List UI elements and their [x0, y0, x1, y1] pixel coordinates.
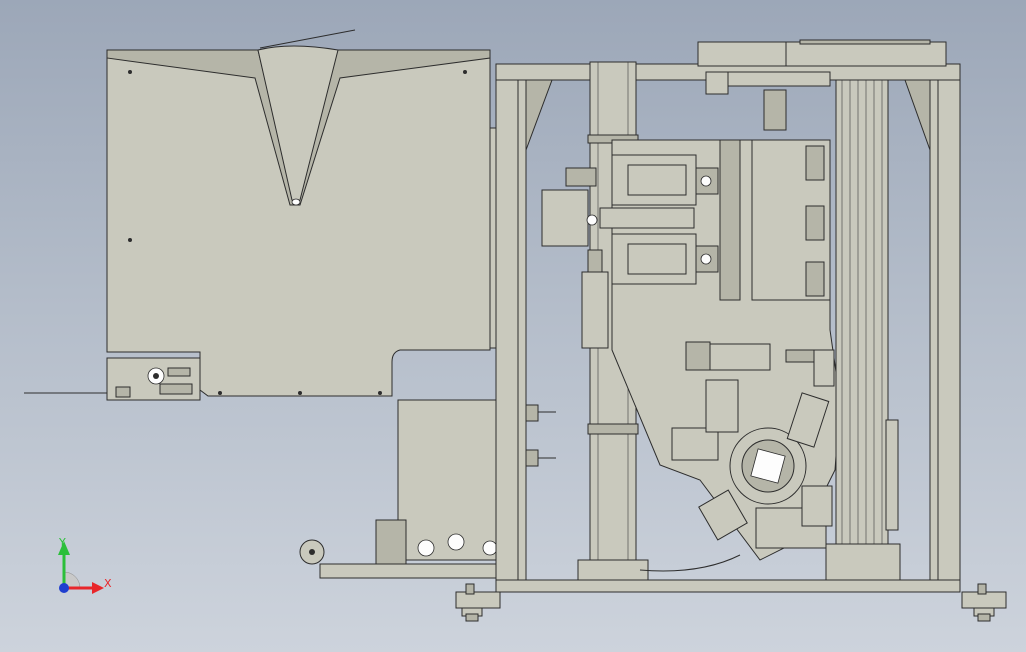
cad-geometry [700, 175, 712, 187]
left-clamp [541, 189, 589, 247]
cad-geometry [153, 373, 159, 379]
cad-geometry [750, 448, 786, 484]
cad-geometry [128, 70, 132, 74]
cad-geometry [785, 41, 947, 67]
cad-geometry [128, 238, 132, 242]
cad-geometry [565, 167, 597, 187]
linear-axis[interactable] [825, 79, 901, 581]
cad-geometry [482, 540, 498, 556]
cad-geometry [805, 205, 825, 241]
cad-geometry [587, 423, 639, 435]
cad-geometry [813, 349, 835, 387]
hopper-cone-outlet [291, 198, 301, 206]
linear-rail [835, 79, 889, 571]
cad-geometry [465, 583, 475, 595]
cad-geometry [785, 349, 815, 363]
cad-geometry [586, 214, 598, 226]
cad-geometry [309, 549, 315, 555]
cad-geometry [977, 613, 991, 622]
cad-geometry [700, 253, 712, 265]
cad-geometry [417, 539, 435, 557]
cad-geometry [698, 489, 748, 541]
slide-block [719, 139, 741, 301]
cad-geometry [671, 427, 719, 461]
cad-geometry [801, 485, 833, 527]
cad-geometry [587, 249, 603, 273]
cad-geometry [805, 261, 825, 297]
mechanism-plate[interactable] [541, 139, 841, 561]
hopper-assembly[interactable] [24, 29, 497, 401]
vertical-gripper [581, 271, 609, 349]
lower-cylinder [611, 233, 719, 285]
cad-geometry [786, 392, 830, 448]
frame-gusset-tl [525, 79, 553, 151]
cad-geometry [627, 243, 687, 275]
cad-geometry [378, 391, 382, 395]
cad-geometry [375, 519, 407, 566]
cad-geometry [159, 383, 193, 395]
cad-geometry [463, 70, 467, 74]
lower-feeder-box[interactable] [299, 399, 556, 579]
cad-geometry [763, 89, 787, 131]
cad-geometry [977, 583, 987, 595]
frame-left-inner-post [517, 79, 527, 581]
triad-y-label: Y [58, 536, 66, 549]
hopper-rod [259, 29, 356, 49]
cad-geometry [885, 419, 899, 531]
cad-geometry [705, 71, 729, 95]
leveling-foot-right [961, 583, 1007, 622]
upper-cylinder [611, 154, 719, 206]
cad-geometry [599, 207, 695, 229]
cad-geometry [455, 591, 501, 609]
frame-gusset-tr [904, 79, 931, 151]
cad-geometry [115, 386, 131, 398]
triad-x-arrow-icon [92, 582, 104, 594]
cad-geometry [447, 533, 465, 551]
axis-base [825, 543, 901, 581]
cad-geometry [167, 367, 191, 377]
hopper-plate [106, 49, 491, 397]
lower-rail [319, 563, 501, 579]
cad-geometry [705, 379, 739, 433]
cad-geometry [298, 391, 302, 395]
cad-geometry [805, 145, 825, 181]
cad-geometry [465, 613, 479, 622]
cad-geometry [755, 507, 827, 549]
frame-right-post [937, 79, 961, 581]
top-turntable[interactable] [697, 39, 947, 131]
rotary-head [671, 379, 833, 549]
triad-y-arrow-icon [58, 541, 70, 555]
cad-geometry [627, 164, 687, 196]
triad-z-axis-dot [59, 583, 69, 593]
coordinate-triad: Y X [58, 536, 112, 594]
cad-geometry [218, 391, 222, 395]
frame-right-inner-post [929, 79, 939, 581]
cad-geometry [697, 41, 799, 67]
hose [639, 554, 741, 572]
cad-geometry [799, 39, 931, 45]
column-base [577, 559, 649, 581]
triad-x-label: X [104, 577, 112, 590]
cad-geometry [719, 71, 831, 87]
middle-cylinder [709, 343, 771, 371]
lower-box-body [397, 399, 499, 561]
hopper-side-flange [489, 127, 497, 349]
frame-bottom-beam [495, 579, 961, 593]
frame-left-post [495, 79, 519, 581]
cad-geometry [685, 341, 711, 371]
leveling-foot-left [455, 583, 501, 622]
